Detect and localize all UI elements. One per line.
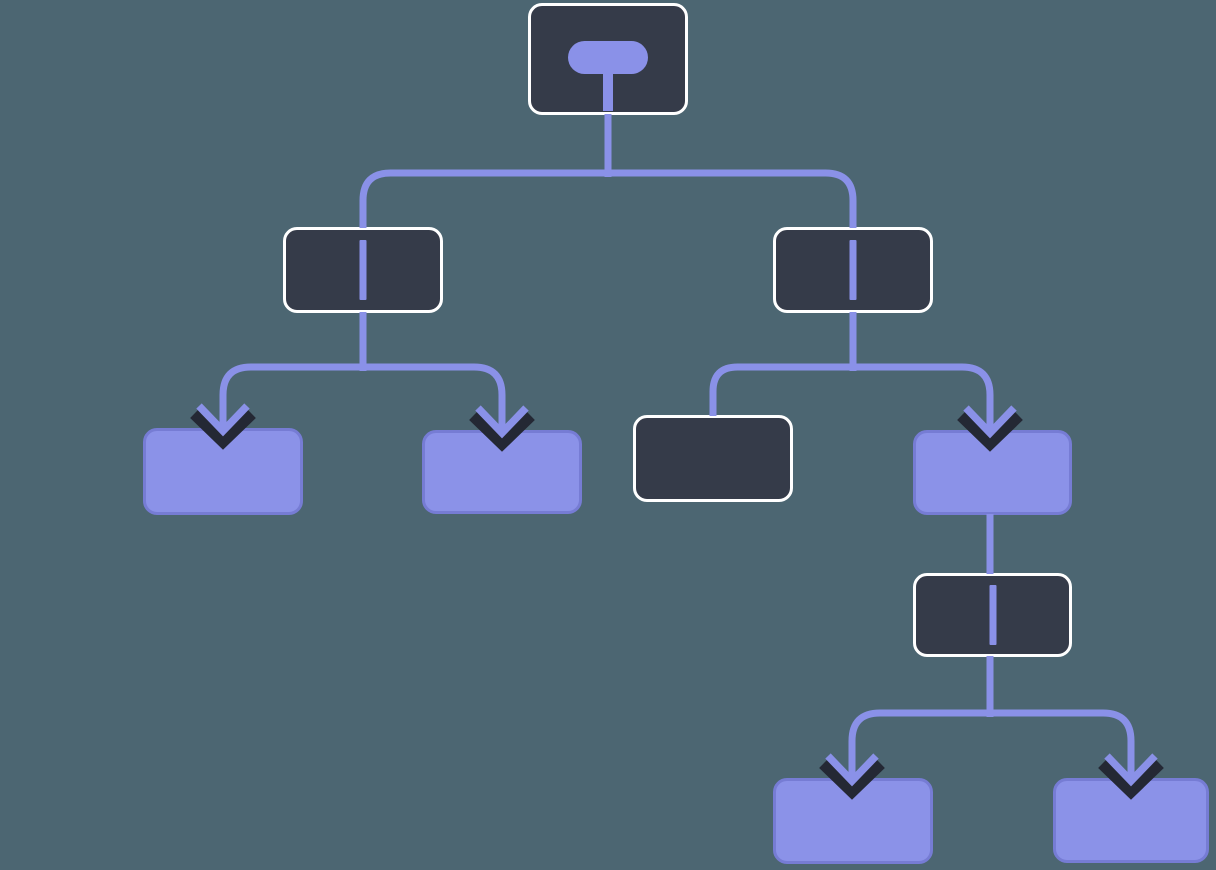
edge-level1-branch bbox=[359, 169, 857, 228]
edge-left-subtree-branch bbox=[219, 363, 506, 430]
plain-dark-node bbox=[633, 415, 793, 502]
leaf-node-2 bbox=[422, 430, 582, 514]
leaf-node-1 bbox=[143, 428, 303, 515]
connector-pass-through-line bbox=[359, 240, 367, 300]
connector-pass-through-line bbox=[989, 585, 996, 645]
connector-pass-through-line bbox=[849, 240, 857, 300]
branch-node-bottom bbox=[913, 573, 1072, 657]
root-pill-stem-glyph bbox=[603, 70, 613, 111]
leaf-node-3 bbox=[913, 430, 1072, 515]
branch-node-left bbox=[283, 227, 443, 313]
branch-node-right bbox=[773, 227, 933, 313]
root-node bbox=[528, 3, 688, 115]
edge-bottom-branch bbox=[848, 709, 1135, 779]
leaf-node-4 bbox=[773, 778, 933, 864]
leaf-node-5 bbox=[1053, 778, 1209, 863]
root-pill-glyph bbox=[568, 41, 648, 74]
